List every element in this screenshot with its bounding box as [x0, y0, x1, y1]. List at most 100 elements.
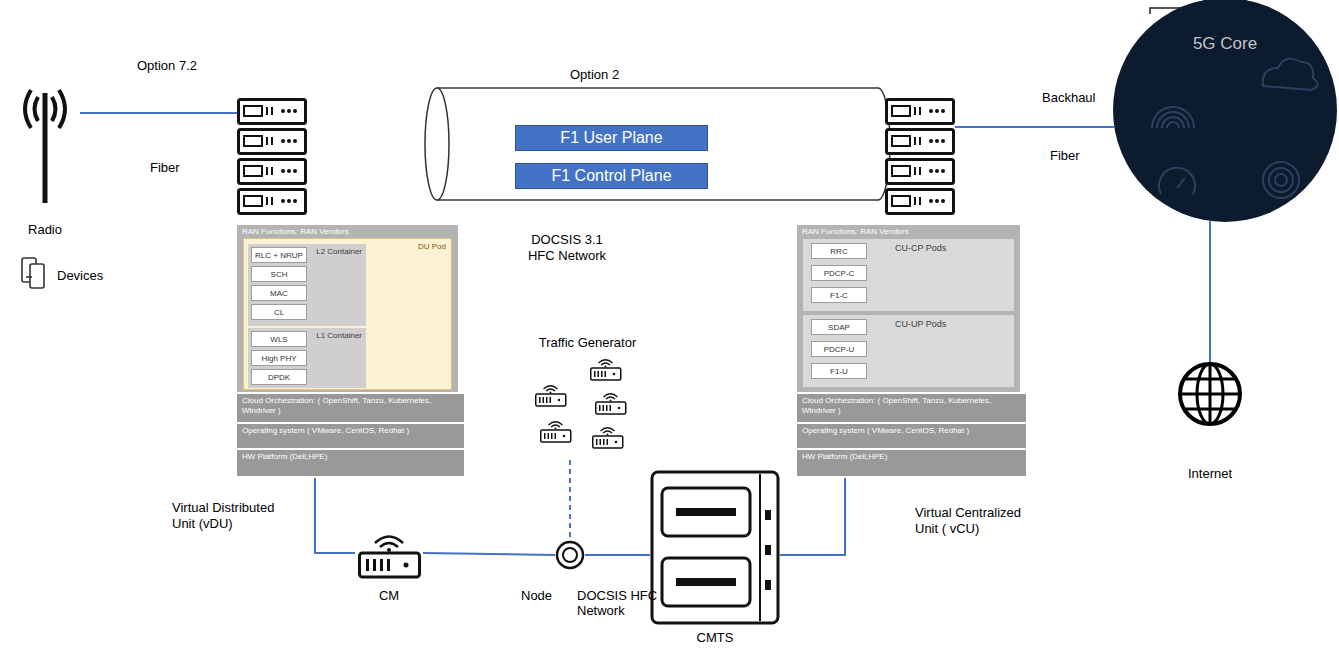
cmts: CMTS — [650, 470, 780, 625]
node-text: F1-U — [830, 367, 848, 376]
container-box: WLS High PHY DPDK L1 Container — [248, 328, 366, 388]
node-text: MAC — [270, 289, 288, 298]
text-label: Fiber — [1050, 148, 1080, 163]
hfc-node-icon — [555, 540, 585, 570]
traffic-generator: Traffic Generator — [520, 335, 655, 460]
plane-box: F1 User Plane — [515, 125, 708, 151]
pod-box: RRC PDCP-C F1-C CU-CP Pods — [803, 239, 1014, 311]
connector — [80, 112, 237, 114]
node-text: HW Platform (Dell,HPE) — [237, 450, 464, 464]
node-text: CMTS — [650, 630, 780, 645]
text-label: Fiber — [150, 160, 180, 175]
function-box: RRC — [811, 243, 867, 259]
internet-globe-icon — [1175, 362, 1245, 482]
node-text: PDCP-U — [824, 345, 855, 354]
connector — [315, 478, 355, 553]
node-text: PDCP-C — [824, 269, 855, 278]
ran-panel: RLC + NRUP SCH MAC CL L2 ContainerWLS High PH… — [237, 225, 458, 392]
traffic-generator-icon — [520, 335, 655, 460]
function-box: SDAP — [811, 319, 867, 335]
function-box: PDCP-U — [811, 341, 867, 357]
node-text: Virtual Centralized Unit ( vCU) — [915, 505, 1040, 537]
platform-layer: HW Platform (Dell,HPE) — [797, 450, 1026, 476]
node-text: 5G Core — [1113, 0, 1337, 54]
node-text: L2 Container — [248, 244, 366, 259]
connector — [1020, 126, 1114, 128]
node-text: L1 Container — [248, 328, 366, 343]
node-text: SDAP — [828, 323, 850, 332]
function-box: MAC — [251, 285, 307, 301]
container-box: RLC + NRUP SCH MAC CL L2 Container — [248, 244, 366, 326]
devices-icon — [22, 258, 44, 288]
node-text: Option 2 — [570, 67, 650, 82]
node-text: CL — [274, 308, 284, 317]
node-text: Operating system ( VMware, CentOS, Redha… — [797, 424, 1026, 438]
node-text: Cloud Orchestration: ( OpenShift, Tanzu,… — [237, 394, 464, 418]
platform-layer: Cloud Orchestration: ( OpenShift, Tanzu,… — [237, 394, 464, 422]
vdu-group: RLC + NRUP SCH MAC CL L2 ContainerWLS High PH… — [237, 98, 458, 478]
node-text: DOCSIS HFC Network — [577, 588, 663, 618]
connector — [423, 553, 555, 555]
node-text: Internet — [1175, 362, 1245, 481]
node-text: RLC + NRUP — [255, 251, 303, 260]
node-text: F1-C — [830, 291, 848, 300]
function-box: SCH — [251, 266, 307, 282]
connector — [569, 460, 571, 540]
platform-layer: HW Platform (Dell,HPE) — [237, 450, 464, 476]
node-text: RAN Functions: RAN Vendors — [237, 225, 458, 239]
radio-unit: Radio — [10, 85, 80, 245]
node-text: High PHY — [261, 354, 296, 363]
node-text: RAN Functions: RAN Vendors — [797, 225, 1020, 239]
platform-layer: Cloud Orchestration: ( OpenShift, Tanzu,… — [797, 394, 1026, 422]
connector — [1209, 221, 1211, 362]
function-box: CL — [251, 304, 307, 320]
connector — [780, 478, 845, 555]
node-text: DPDK — [268, 373, 290, 382]
node-text: CU-CP Pods — [803, 239, 1014, 253]
function-box: RLC + NRUP — [251, 247, 307, 263]
cmts-icon — [650, 470, 780, 625]
text-label: Devices — [57, 268, 103, 283]
pod-box: RLC + NRUP SCH MAC CL L2 ContainerWLS High PH… — [243, 238, 452, 390]
internet-globe: Internet — [1175, 362, 1245, 482]
node-text: Cloud Orchestration: ( OpenShift, Tanzu,… — [797, 394, 1026, 418]
vcu-group: RRC PDCP-C F1-C CU-CP PodsSDAP PDCP-U F1-U CU-… — [797, 98, 1020, 478]
node-text: Node — [521, 588, 561, 603]
platform-layer: Operating system ( VMware, CentOS, Redha… — [797, 424, 1026, 448]
function-box: F1-C — [811, 287, 867, 303]
node-text: Radio — [10, 85, 80, 237]
platform-layer: Operating system ( VMware, CentOS, Redha… — [237, 424, 464, 448]
text-label: DOCSIS 3.1 HFC Network — [523, 232, 611, 264]
function-box: High PHY — [251, 350, 307, 366]
node-text: DU Pod — [244, 239, 451, 251]
node-text: RRC — [830, 247, 847, 256]
plane-box: F1 Control Plane — [515, 163, 708, 189]
core-circle-icon — [1113, 0, 1337, 222]
f1-tunnel: F1 User PlaneF1 Control PlaneOption 2 — [425, 88, 890, 200]
core-circle: 5G Core — [1113, 0, 1337, 222]
function-box: WLS — [251, 331, 307, 347]
pod-box: SDAP PDCP-U F1-U CU-UP Pods — [803, 315, 1014, 387]
node-text: F1 User Plane — [516, 126, 707, 150]
cable-modem: CM — [355, 528, 423, 578]
function-box: DPDK — [251, 369, 307, 385]
node-text: SCH — [271, 270, 288, 279]
connector — [585, 554, 650, 556]
node-text: F1 Control Plane — [516, 164, 707, 188]
node-text: Virtual Distributed Unit (vDU) — [172, 500, 297, 532]
ran-panel: RRC PDCP-C F1-C CU-CP PodsSDAP PDCP-U F1-U CU-… — [797, 225, 1020, 392]
node-text: Operating system ( VMware, CentOS, Redha… — [237, 424, 464, 438]
node-text: Traffic Generator — [520, 335, 655, 350]
hfc-node: NodeDOCSIS HFC Network — [555, 540, 585, 570]
cable-modem-icon — [355, 528, 423, 578]
radio-unit-icon — [10, 85, 80, 245]
node-text: CM — [355, 588, 423, 603]
edge-label: Option 7.2 — [135, 58, 199, 73]
node-text: CU-UP Pods — [803, 315, 1014, 329]
function-box: F1-U — [811, 363, 867, 379]
function-box: PDCP-C — [811, 265, 867, 281]
edge-label: Backhaul — [1040, 90, 1097, 105]
node-text: WLS — [270, 335, 287, 344]
node-text: HW Platform (Dell,HPE) — [797, 450, 1026, 464]
